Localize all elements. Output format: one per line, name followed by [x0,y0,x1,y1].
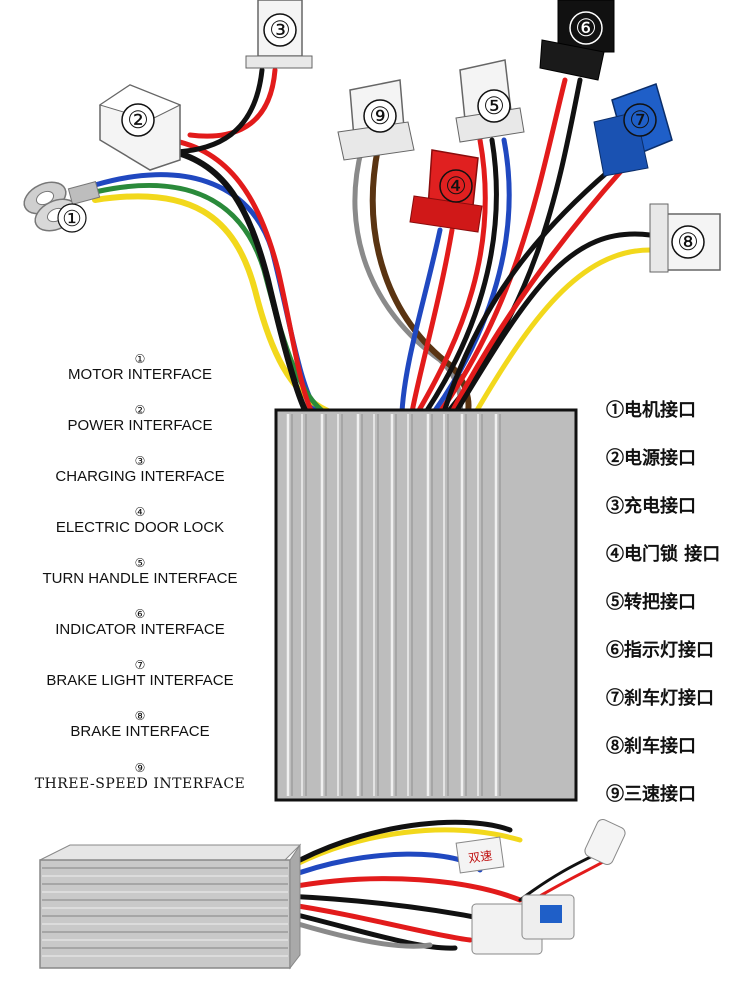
connector-2-number: ② [127,106,149,134]
connector-4-door-lock: ④ [409,149,483,233]
wire-black-brakelight [441,167,613,415]
chinese-label-5: ⑤转把接口 [606,592,696,613]
connector-4-number: ④ [445,172,467,200]
english-label-number: ⑥ [134,607,146,621]
wire-red-handle [415,137,488,415]
english-label-text: MOTOR INTERFACE [68,366,212,383]
english-label-text: THREE-SPEED INTERFACE [34,776,246,792]
photo-wires [282,819,612,951]
connector-5-number: ⑤ [483,92,505,120]
english-label-text: TURN HANDLE INTERFACE [42,570,238,587]
chinese-label-4: ④电门锁 接口 [606,544,721,565]
wire-yellow-brake [473,247,653,415]
wire-harness [92,67,653,415]
english-label-number: ② [134,403,146,417]
heat-sink-fins [286,414,501,796]
chinese-label-3: ③充电接口 [606,496,696,517]
english-label-number: ④ [134,505,146,519]
connector-1-number: ① [62,207,82,232]
wire-red-power [167,137,315,415]
controller-photo: 双速 [39,819,626,970]
chinese-label-1: ①电机接口 [606,400,696,421]
connector-3-charging: ③ [245,0,313,69]
wire-red-indicator [437,77,568,415]
connector-7-brake-light: ⑦ [593,83,673,177]
chinese-label-2: ②电源接口 [606,448,696,469]
wire-black-brake [453,231,653,415]
photo-heat-sink-fins [42,867,288,957]
wire-black-power [162,147,309,415]
controller-body [274,408,578,802]
chinese-label-8: ⑧刹车接口 [606,736,696,757]
connector-6-number: ⑥ [575,14,597,42]
connector-9-three-speed: ⑨ [337,79,415,161]
connector-8-brake: ⑧ [649,203,721,273]
wire-grey-speed [352,145,464,415]
english-label-text: BRAKE INTERFACE [70,723,210,740]
dual-speed-tag: 双速 [467,848,493,865]
connector-6-indicator: ⑥ [539,0,615,81]
english-label-number: ⑦ [134,658,146,672]
wire-red-charge [187,67,278,139]
connector-7-number: ⑦ [629,106,651,134]
wire-black-handle [423,137,499,415]
wire-blue-lock [399,227,443,415]
connector-3-number: ③ [269,16,291,44]
connector-1-motor: ① [23,181,101,233]
chinese-label-6: ⑥指示灯接口 [606,640,714,661]
english-label-text: ELECTRIC DOOR LOCK [55,519,225,536]
wire-black-charge [172,67,265,155]
english-label-number: ⑧ [134,709,146,723]
connector-2-power: ② [98,84,182,171]
wire-red-lock [409,227,455,415]
english-label-number: ① [134,352,146,366]
english-label-text: INDICATOR INTERFACE [55,621,225,638]
connector-8-number: ⑧ [677,228,699,256]
connector-5-turn-handle: ⑤ [455,59,525,143]
english-label-number: ⑤ [134,556,146,570]
english-label-number: ⑨ [134,761,146,775]
wire-red-brakelight [449,167,625,415]
english-label-text: POWER INTERFACE [67,417,213,434]
chinese-label-7: ⑦刹车灯接口 [606,688,714,709]
chinese-label-9: ⑨三速接口 [606,784,696,805]
connector-9-number: ⑨ [369,102,391,130]
english-label-text: CHARGING INTERFACE [55,468,225,485]
english-label-text: BRAKE LIGHT INTERFACE [46,672,234,689]
english-label-number: ③ [134,454,146,468]
